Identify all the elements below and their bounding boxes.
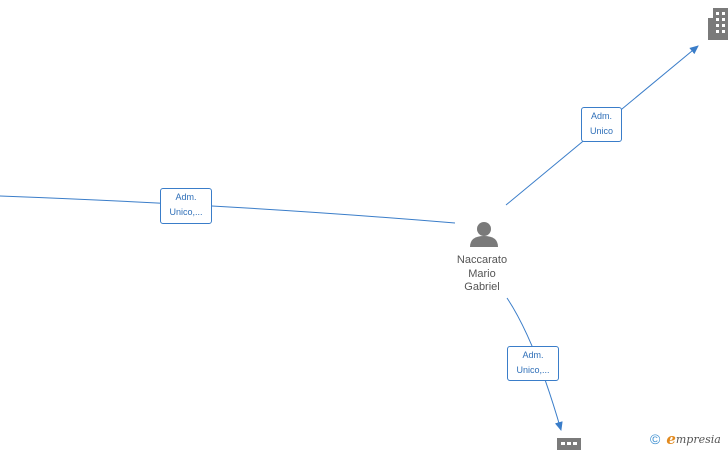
edge-label-left[interactable]: Adm. Unico,... [160,188,212,224]
person-name-line: Mario [468,267,496,280]
person-icon[interactable] [470,222,498,247]
copyright-symbol: © [650,431,661,447]
brand-name: mpresia [675,432,721,446]
building-icon[interactable] [557,438,581,450]
edge-label-line: Adm. [522,350,544,360]
brand-footer: © e mpresia [650,430,721,448]
person-name-line: Naccarato [456,254,508,266]
person-name[interactable]: Naccarato Mario Gabriel [441,254,523,295]
person-name-line: Gabriel [464,281,500,293]
edge-label-top-right[interactable]: Adm. Unico [581,107,622,142]
edge-label-line: Unico [589,126,613,136]
edge-label-line: Adm. [175,192,197,202]
edge-label-line: Unico,... [516,365,550,375]
edge-label-line: Adm. [590,111,612,121]
building-icon[interactable] [708,8,728,40]
edge-label-line: Unico,... [169,207,203,217]
edge-left-line [0,195,456,224]
brand-initial: e [666,430,676,448]
edge-label-bottom[interactable]: Adm. Unico,... [507,346,559,381]
